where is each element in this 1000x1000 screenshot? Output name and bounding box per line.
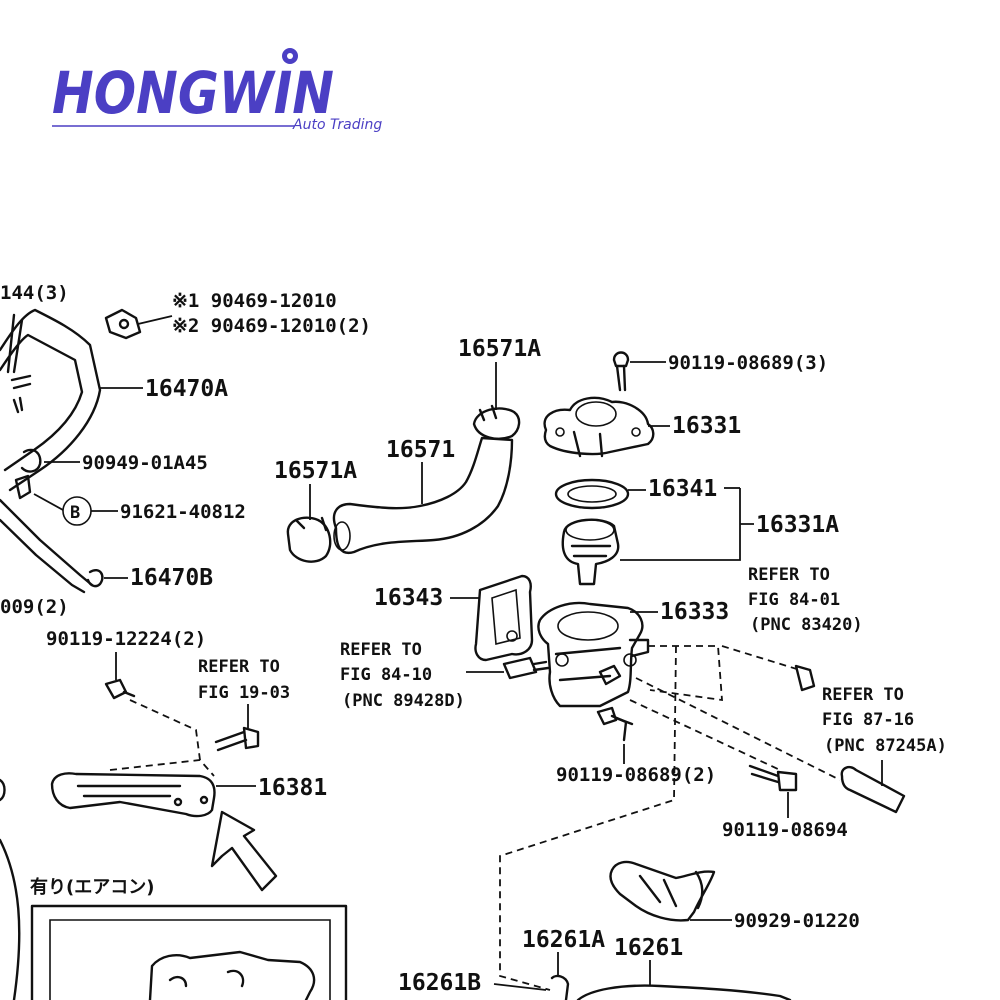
stud-icon xyxy=(214,726,260,752)
label-90119-12224: 90119-12224(2) xyxy=(46,628,206,650)
label-with-aircon: 有り(エアコン) xyxy=(30,876,154,898)
logo-sub: Auto Trading xyxy=(292,117,382,133)
label-90929-01220: 90929-01220 xyxy=(734,910,860,932)
label-ref8401-c: (PNC 83420) xyxy=(750,615,863,635)
label-90119-08689-3: 90119-08689(3) xyxy=(668,352,828,374)
label-16261: 16261 xyxy=(614,935,683,961)
label-16470b: 16470B xyxy=(130,565,213,591)
label-144: 144(3) xyxy=(0,282,69,304)
label-ref8716-a: REFER TO xyxy=(822,685,904,705)
label-16331: 16331 xyxy=(672,413,741,439)
small-clamps xyxy=(10,374,104,588)
aircon-inset-frame xyxy=(30,904,348,1000)
label-ref8716-c: (PNC 87245A) xyxy=(824,736,947,756)
arrow-icon xyxy=(210,810,278,892)
inlet-16333 xyxy=(537,601,650,708)
label-90949-01a45: 90949-01A45 xyxy=(82,452,208,474)
bracket-90929 xyxy=(609,860,716,922)
hongwin-logo: HONGWIN Auto Trading xyxy=(52,48,382,133)
label-ref8401-b: FIG 84-01 xyxy=(748,590,840,610)
bolt-icon xyxy=(104,678,136,700)
clamp-16571a-left xyxy=(286,516,332,563)
sensor-bolt-icon xyxy=(794,664,816,692)
label-16341: 16341 xyxy=(648,476,717,502)
label-ref8410-b: FIG 84-10 xyxy=(340,665,432,685)
bolt-top-icon xyxy=(612,351,630,392)
bolt-90119-08689-2 xyxy=(596,706,634,742)
hose-16571 xyxy=(332,436,514,555)
label-ref8716-b: FIG 87-16 xyxy=(822,710,914,730)
label-16571a-top: 16571A xyxy=(458,336,541,362)
label-ref8410-c: (PNC 89428D) xyxy=(342,691,465,711)
label-90119-08694: 90119-08694 xyxy=(722,819,848,841)
callout-b: B xyxy=(62,496,92,526)
label-16343: 16343 xyxy=(374,585,443,611)
hose-end xyxy=(840,765,906,814)
housing-16331 xyxy=(543,396,655,458)
label-90119-08689-2: 90119-08689(2) xyxy=(556,764,716,786)
label-16571: 16571 xyxy=(386,437,455,463)
logo-brand: HONGWIN xyxy=(52,59,334,127)
gasket-16343 xyxy=(474,574,534,662)
clip-icon xyxy=(104,308,142,340)
label-16261b: 16261B xyxy=(398,970,481,996)
hose-16470a xyxy=(0,308,102,594)
label-ref8401-a: REFER TO xyxy=(748,565,830,585)
label-16333: 16333 xyxy=(660,599,729,625)
label-ref8410-a: REFER TO xyxy=(340,640,422,660)
temp-sensor-icon xyxy=(502,656,550,680)
label-note1: ※1 90469-12010 xyxy=(172,290,337,312)
label-009: 009(2) xyxy=(0,596,69,618)
logo-star-icon xyxy=(282,48,298,64)
bracket-16381 xyxy=(50,772,216,818)
label-note2: ※2 90469-12010(2) xyxy=(172,315,371,337)
gasket-16341 xyxy=(554,478,630,510)
thermostat-16331a xyxy=(561,518,620,586)
compressor-bracket xyxy=(0,778,316,1000)
label-91621-40812: 91621-40812 xyxy=(120,501,246,523)
label-16571a-left: 16571A xyxy=(274,458,357,484)
callout-b-letter: B xyxy=(70,503,80,523)
label-16331a: 16331A xyxy=(756,512,839,538)
label-16381: 16381 xyxy=(258,775,327,801)
bottom-hose-16261 xyxy=(550,974,792,1000)
clamp-16571a-top xyxy=(472,404,521,440)
bolt-90119-08694 xyxy=(748,764,798,792)
label-16261a: 16261A xyxy=(522,927,605,953)
label-ref1903-b: FIG 19-03 xyxy=(198,683,290,703)
label-ref1903-a: REFER TO xyxy=(198,657,280,677)
label-16470a: 16470A xyxy=(145,376,228,402)
